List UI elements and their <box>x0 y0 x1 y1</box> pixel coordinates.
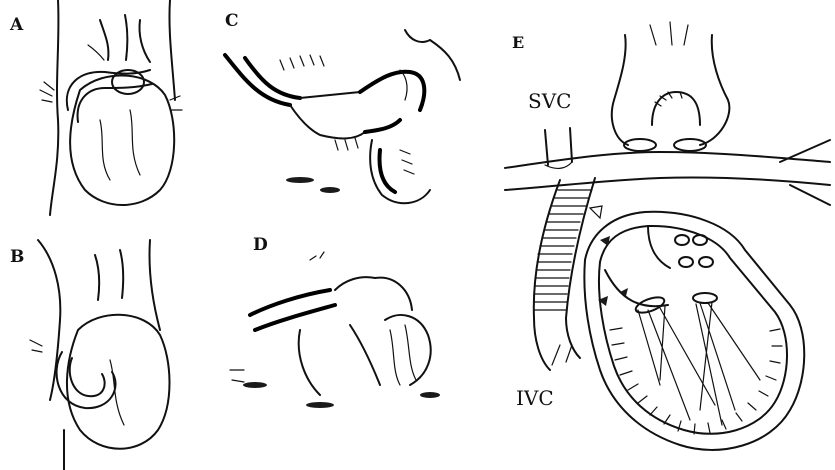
panel-e-label: E <box>512 33 524 52</box>
panel-b-label: B <box>10 247 24 267</box>
conduit-hatching <box>534 190 592 310</box>
panel-a-heart-drawing <box>40 0 182 215</box>
panel-e: E SVC IVC <box>505 22 830 450</box>
svc-label: SVC <box>528 89 571 113</box>
panel-b: B <box>10 240 170 470</box>
panel-d: D <box>230 235 440 408</box>
panel-b-heart-drawing <box>30 240 170 470</box>
ivc-label: IVC <box>516 386 554 410</box>
panel-e-schematic <box>505 22 830 450</box>
ventricular-wall-hatching <box>610 328 782 434</box>
panel-c-operative-drawing <box>225 30 460 203</box>
panel-c-label: C <box>225 11 239 31</box>
panel-c: C <box>225 11 460 203</box>
panel-a: A <box>9 0 182 215</box>
panel-a-label: A <box>9 15 24 35</box>
panel-d-operative-drawing <box>230 252 440 408</box>
panel-d-label: D <box>253 235 268 255</box>
